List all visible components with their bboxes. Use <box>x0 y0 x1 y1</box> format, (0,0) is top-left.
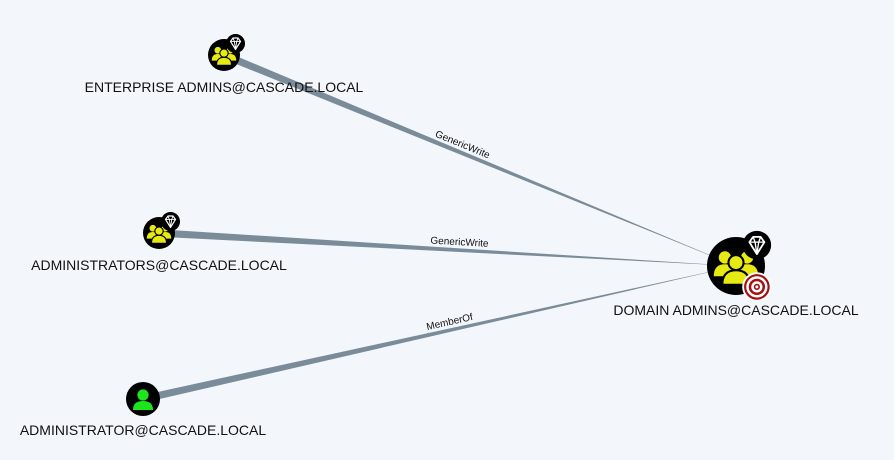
edge-line[interactable] <box>222 51 736 266</box>
node-label: ADMINISTRATORS@CASCADE.LOCAL <box>31 257 287 273</box>
target-icon <box>741 271 772 302</box>
node-usr[interactable]: ADMINISTRATOR@CASCADE.LOCAL <box>20 382 267 438</box>
diamond-icon <box>741 230 772 261</box>
node-ea[interactable]: ENTERPRISE ADMINS@CASCADE.LOCAL <box>85 33 364 95</box>
node-da[interactable]: DOMAIN ADMINS@CASCADE.LOCAL <box>613 230 859 318</box>
edge-usr-da[interactable]: MemberOf <box>142 266 736 403</box>
diamond-icon <box>225 33 246 54</box>
node-adm[interactable]: ADMINISTRATORS@CASCADE.LOCAL <box>31 211 287 273</box>
edge-line[interactable] <box>142 266 736 403</box>
node-label: ADMINISTRATOR@CASCADE.LOCAL <box>20 422 267 438</box>
edge-line[interactable] <box>158 229 736 266</box>
diamond-icon <box>160 211 181 232</box>
node-label: ENTERPRISE ADMINS@CASCADE.LOCAL <box>85 79 364 95</box>
node-label: DOMAIN ADMINS@CASCADE.LOCAL <box>613 302 858 318</box>
edge-label: GenericWrite <box>430 236 489 250</box>
nodes-layer: ENTERPRISE ADMINS@CASCADE.LOCAL ADMINISTR… <box>20 33 859 438</box>
edge-adm-da[interactable]: GenericWrite <box>158 229 736 266</box>
